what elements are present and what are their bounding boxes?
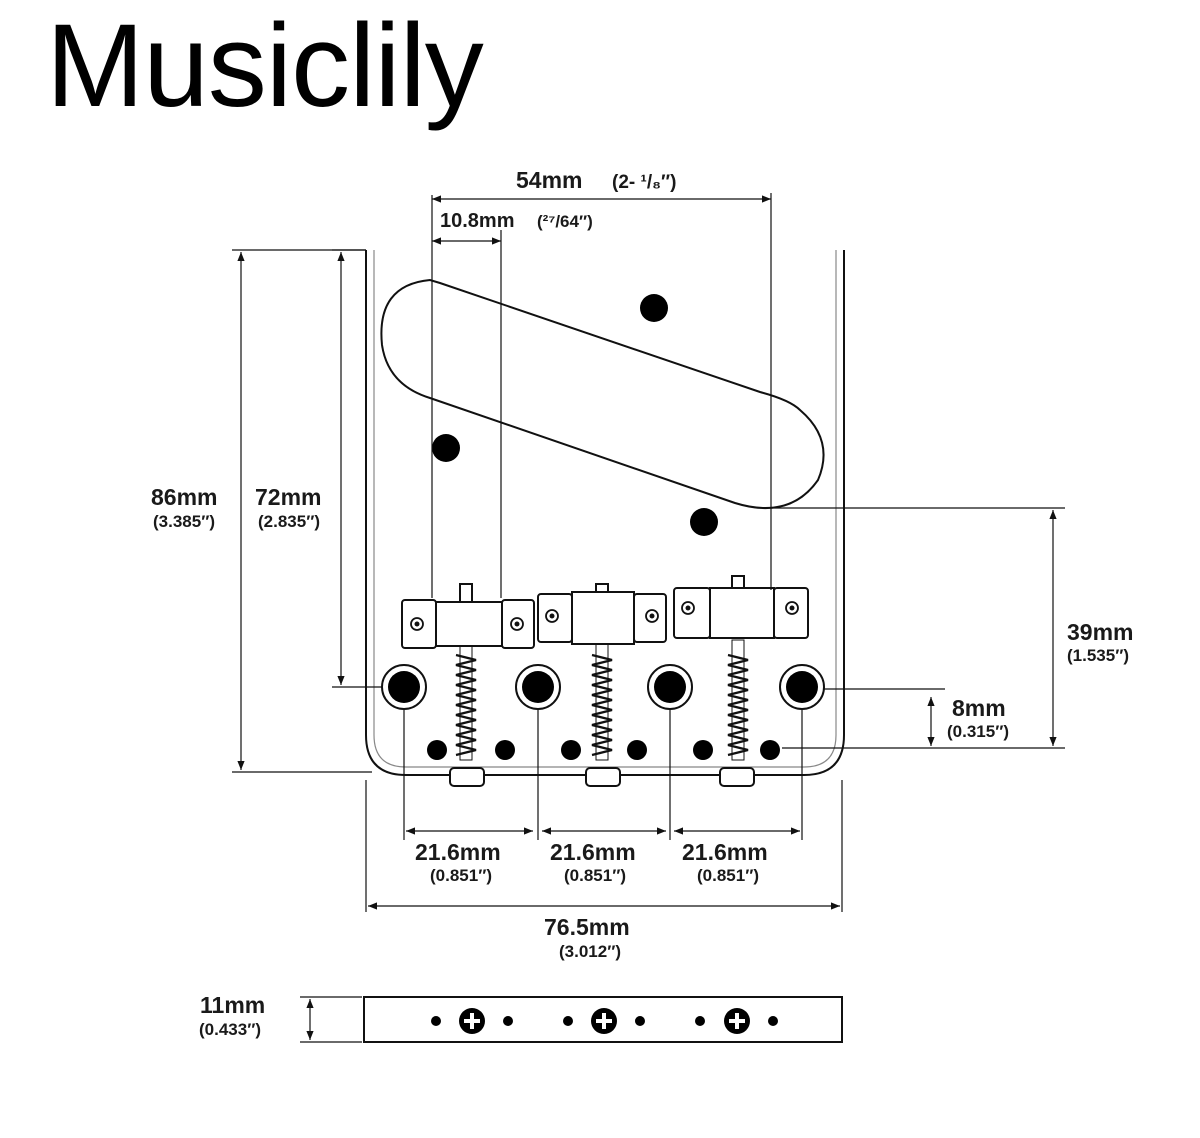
dim-21-6mm-label-3: 21.6mm (682, 839, 768, 865)
dim-8mm-label: 8mm (952, 695, 1006, 721)
string-hole (786, 671, 818, 703)
screw-head-icon (459, 1008, 485, 1034)
saddle-1 (401, 583, 535, 649)
pickup-cutout (380, 278, 825, 510)
string-hole (522, 671, 554, 703)
screw-head-icon (724, 1008, 750, 1034)
dim-86mm-inch: (3.385″) (153, 512, 215, 531)
saddle-3 (673, 575, 809, 639)
string-hole (388, 671, 420, 703)
dim-21-6mm-label-1: 21.6mm (415, 839, 501, 865)
dim-54mm-inch: (2- ¹/₈″) (612, 172, 676, 193)
saddle-2 (537, 583, 667, 645)
brand-logo-text: Musiclily (46, 0, 484, 132)
dim-72mm-label: 72mm (255, 484, 321, 510)
dimension-labels: 54mm (2- ¹/₈″) 10.8mm (²⁷/64″) 86mm (3.3… (151, 167, 1133, 1039)
dim-86mm-label: 86mm (151, 484, 217, 510)
dim-10-8mm-inch: (²⁷/64″) (537, 212, 593, 231)
dim-11mm-label: 11mm (200, 992, 265, 1018)
screw-head-icon (591, 1008, 617, 1034)
dim-76-5mm-inch: (3.012″) (559, 942, 621, 961)
plate-side-view (363, 996, 843, 1043)
dim-21-6mm-inch-1: (0.851″) (430, 866, 492, 885)
dim-76-5mm-label: 76.5mm (544, 914, 630, 940)
dim-10-8mm-label: 10.8mm (440, 210, 515, 232)
saddles (401, 575, 809, 649)
string-holes (381, 664, 825, 710)
dim-54mm-label: 54mm (516, 167, 582, 193)
spring-3 (727, 639, 749, 761)
dim-8mm-inch: (0.315″) (947, 722, 1009, 741)
dimension-lines (232, 193, 1065, 1043)
plate-tabs (449, 767, 755, 787)
mounting-hole (690, 508, 718, 536)
spring-2 (591, 639, 613, 761)
springs (455, 639, 749, 761)
mounting-hole (640, 294, 668, 322)
dim-39mm-inch: (1.535″) (1067, 646, 1129, 665)
spring-1 (455, 639, 477, 761)
dim-72mm-inch: (2.835″) (258, 512, 320, 531)
dim-21-6mm-inch-2: (0.851″) (564, 866, 626, 885)
dim-21-6mm-label-2: 21.6mm (550, 839, 636, 865)
mounting-hole (432, 434, 460, 462)
mounting-holes (432, 294, 718, 536)
dim-21-6mm-inch-3: (0.851″) (697, 866, 759, 885)
dim-39mm-label: 39mm (1067, 619, 1133, 645)
string-hole (654, 671, 686, 703)
small-holes (427, 740, 780, 760)
dim-11mm-inch: (0.433″) (199, 1020, 261, 1039)
